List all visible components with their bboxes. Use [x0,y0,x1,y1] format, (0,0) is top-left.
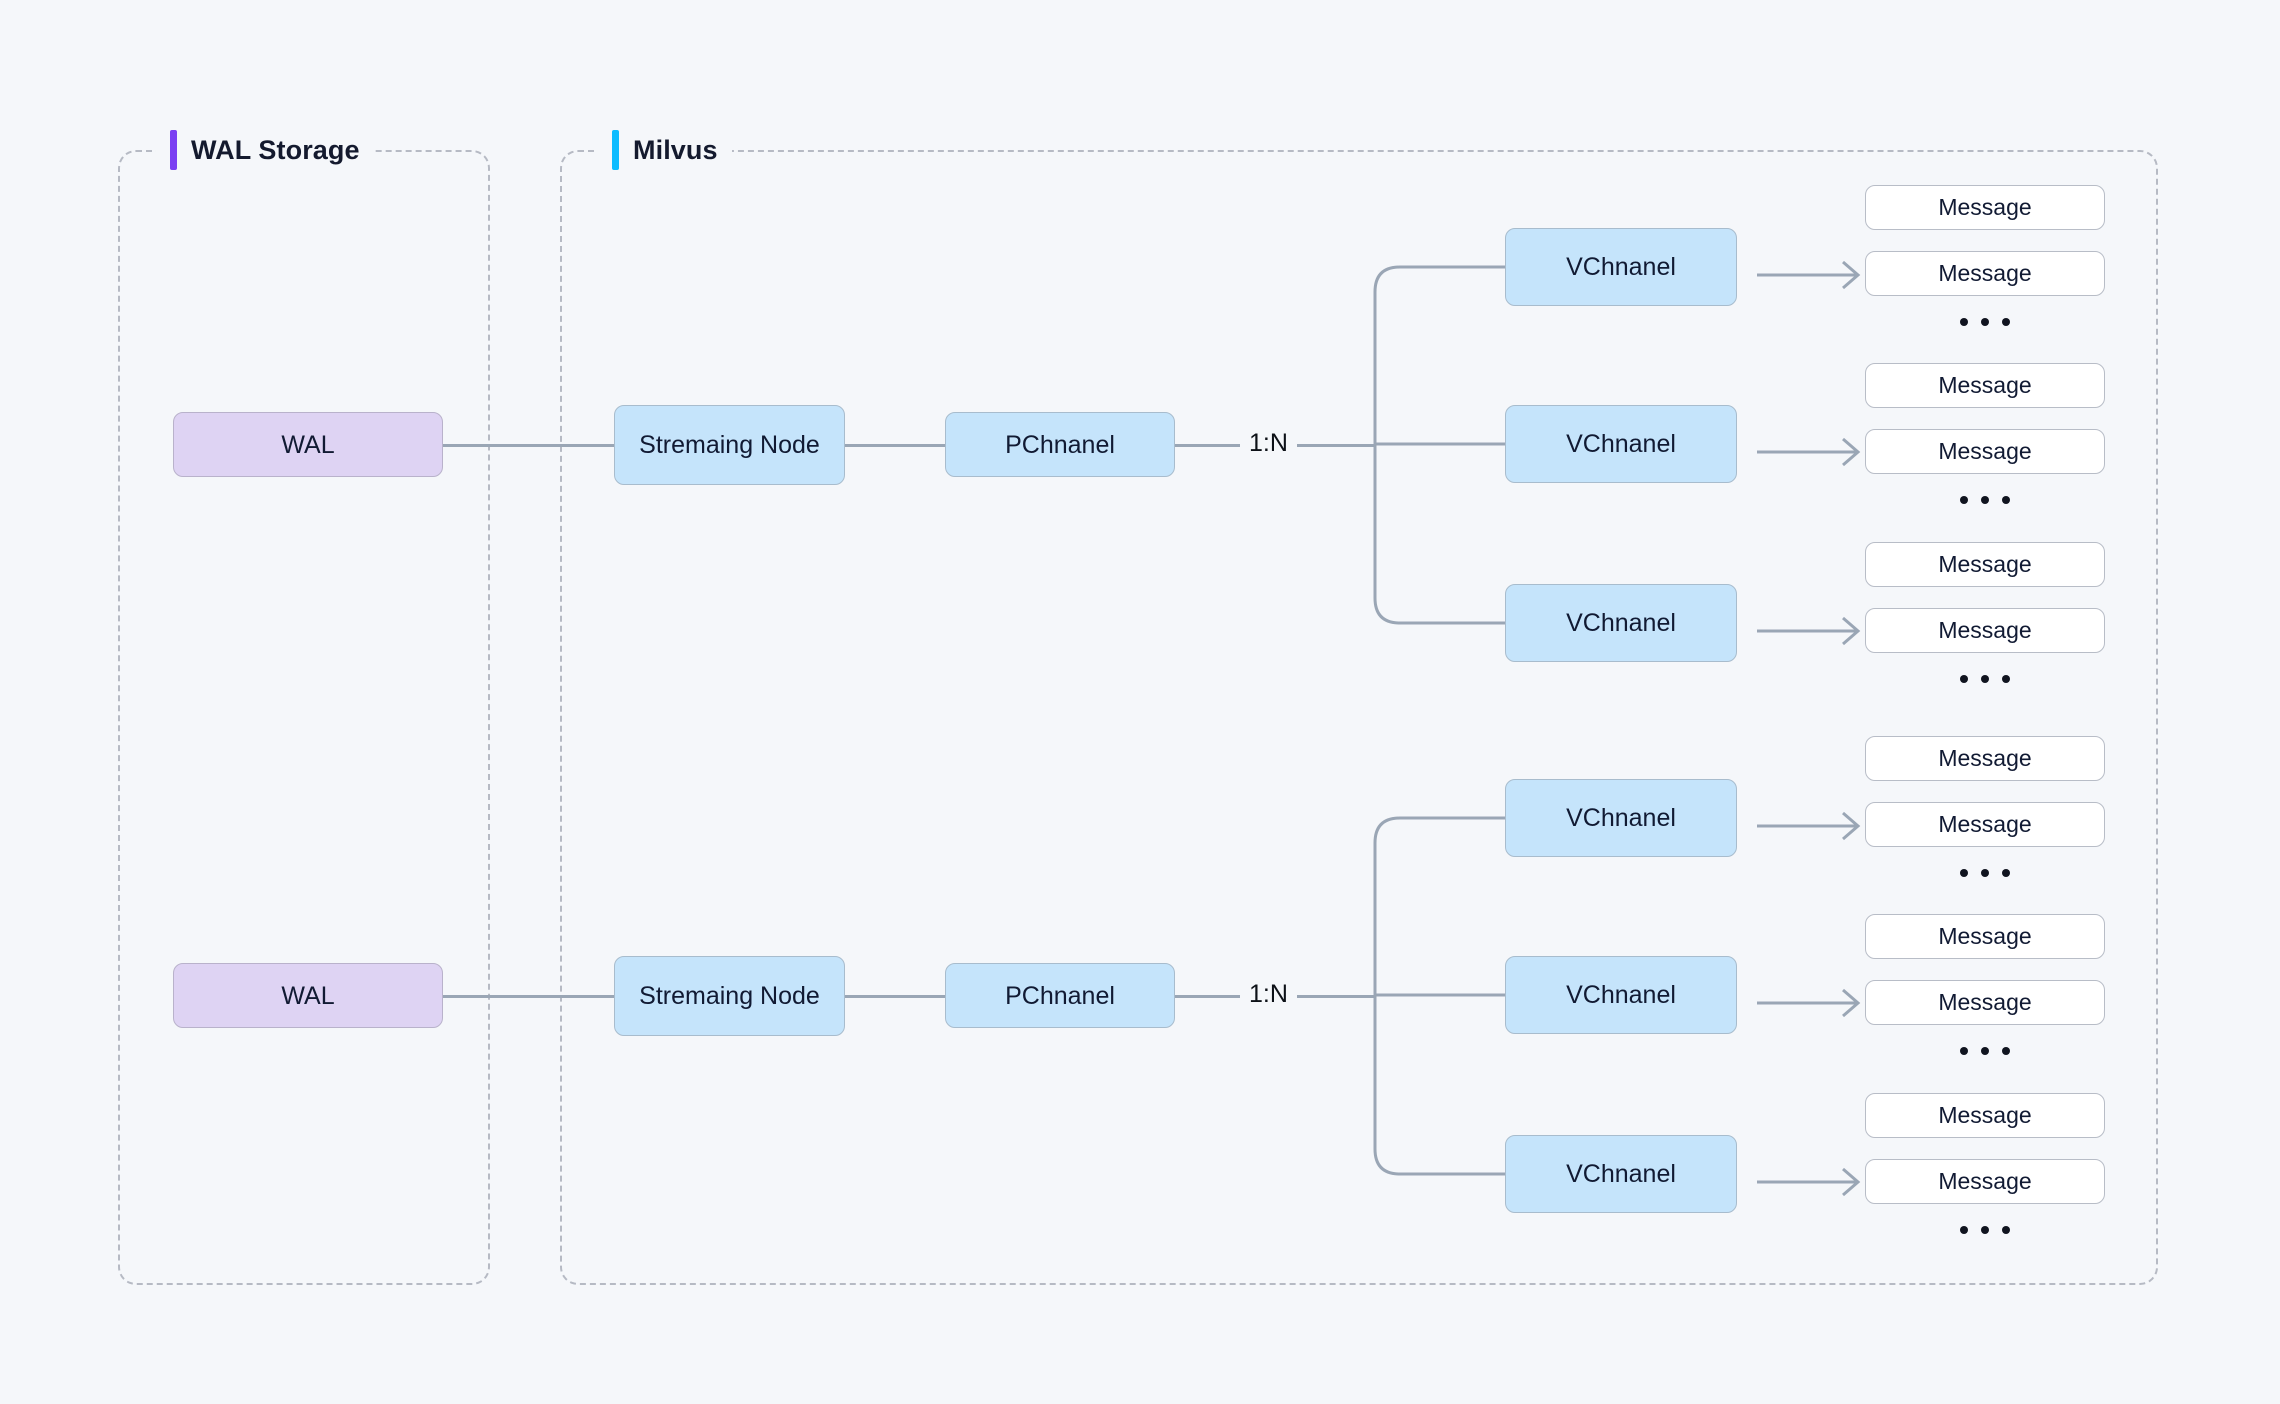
message-box-top-3-b[interactable]: Message [1865,608,2105,653]
node-vchannel-bottom-2[interactable]: VChnanel [1505,956,1737,1034]
ellipsis-bottom-1 [1865,863,2105,883]
node-wal-bottom[interactable]: WAL [173,963,443,1028]
message-box-top-1-b[interactable]: Message [1865,251,2105,296]
node-vchannel-bottom-1[interactable]: VChnanel [1505,779,1737,857]
message-box-bottom-1-a[interactable]: Message [1865,736,2105,781]
ellipsis-bottom-2 [1865,1041,2105,1061]
group-wal-storage [118,150,490,1285]
ellipsis-top-3 [1865,669,2105,689]
group-milvus [560,150,2158,1285]
node-vchannel-top-1[interactable]: VChnanel [1505,228,1737,306]
message-box-bottom-3-b[interactable]: Message [1865,1159,2105,1204]
message-box-bottom-2-a[interactable]: Message [1865,914,2105,959]
edge-wal-to-streaming-node-bottom [443,995,614,998]
group-label-wal-storage: WAL Storage [156,128,374,172]
ellipsis-top-1 [1865,312,2105,332]
group-label-milvus: Milvus [598,128,732,172]
node-streaming-node-top[interactable]: Stremaing Node [614,405,845,485]
node-pchannel-top[interactable]: PChnanel [945,412,1175,477]
accent-bar-wal-storage [170,130,177,170]
message-box-top-2-a[interactable]: Message [1865,363,2105,408]
message-box-top-3-a[interactable]: Message [1865,542,2105,587]
node-vchannel-top-2[interactable]: VChnanel [1505,405,1737,483]
group-title-wal-storage: WAL Storage [191,134,360,165]
message-box-top-2-b[interactable]: Message [1865,429,2105,474]
edge-streaming-node-to-pchannel-top [845,444,945,447]
node-wal-top[interactable]: WAL [173,412,443,477]
message-box-top-1-a[interactable]: Message [1865,185,2105,230]
message-box-bottom-2-b[interactable]: Message [1865,980,2105,1025]
fanout-label-bottom: 1:N [1240,980,1297,1009]
message-box-bottom-3-a[interactable]: Message [1865,1093,2105,1138]
ellipsis-bottom-3 [1865,1220,2105,1240]
edge-streaming-node-to-pchannel-bottom [845,995,945,998]
message-box-bottom-1-b[interactable]: Message [1865,802,2105,847]
node-vchannel-top-3[interactable]: VChnanel [1505,584,1737,662]
ellipsis-top-2 [1865,490,2105,510]
accent-bar-milvus [612,130,619,170]
node-streaming-node-bottom[interactable]: Stremaing Node [614,956,845,1036]
fanout-label-top: 1:N [1240,429,1297,458]
node-pchannel-bottom[interactable]: PChnanel [945,963,1175,1028]
node-vchannel-bottom-3[interactable]: VChnanel [1505,1135,1737,1213]
edge-wal-to-streaming-node-top [443,444,614,447]
group-title-milvus: Milvus [633,134,718,165]
